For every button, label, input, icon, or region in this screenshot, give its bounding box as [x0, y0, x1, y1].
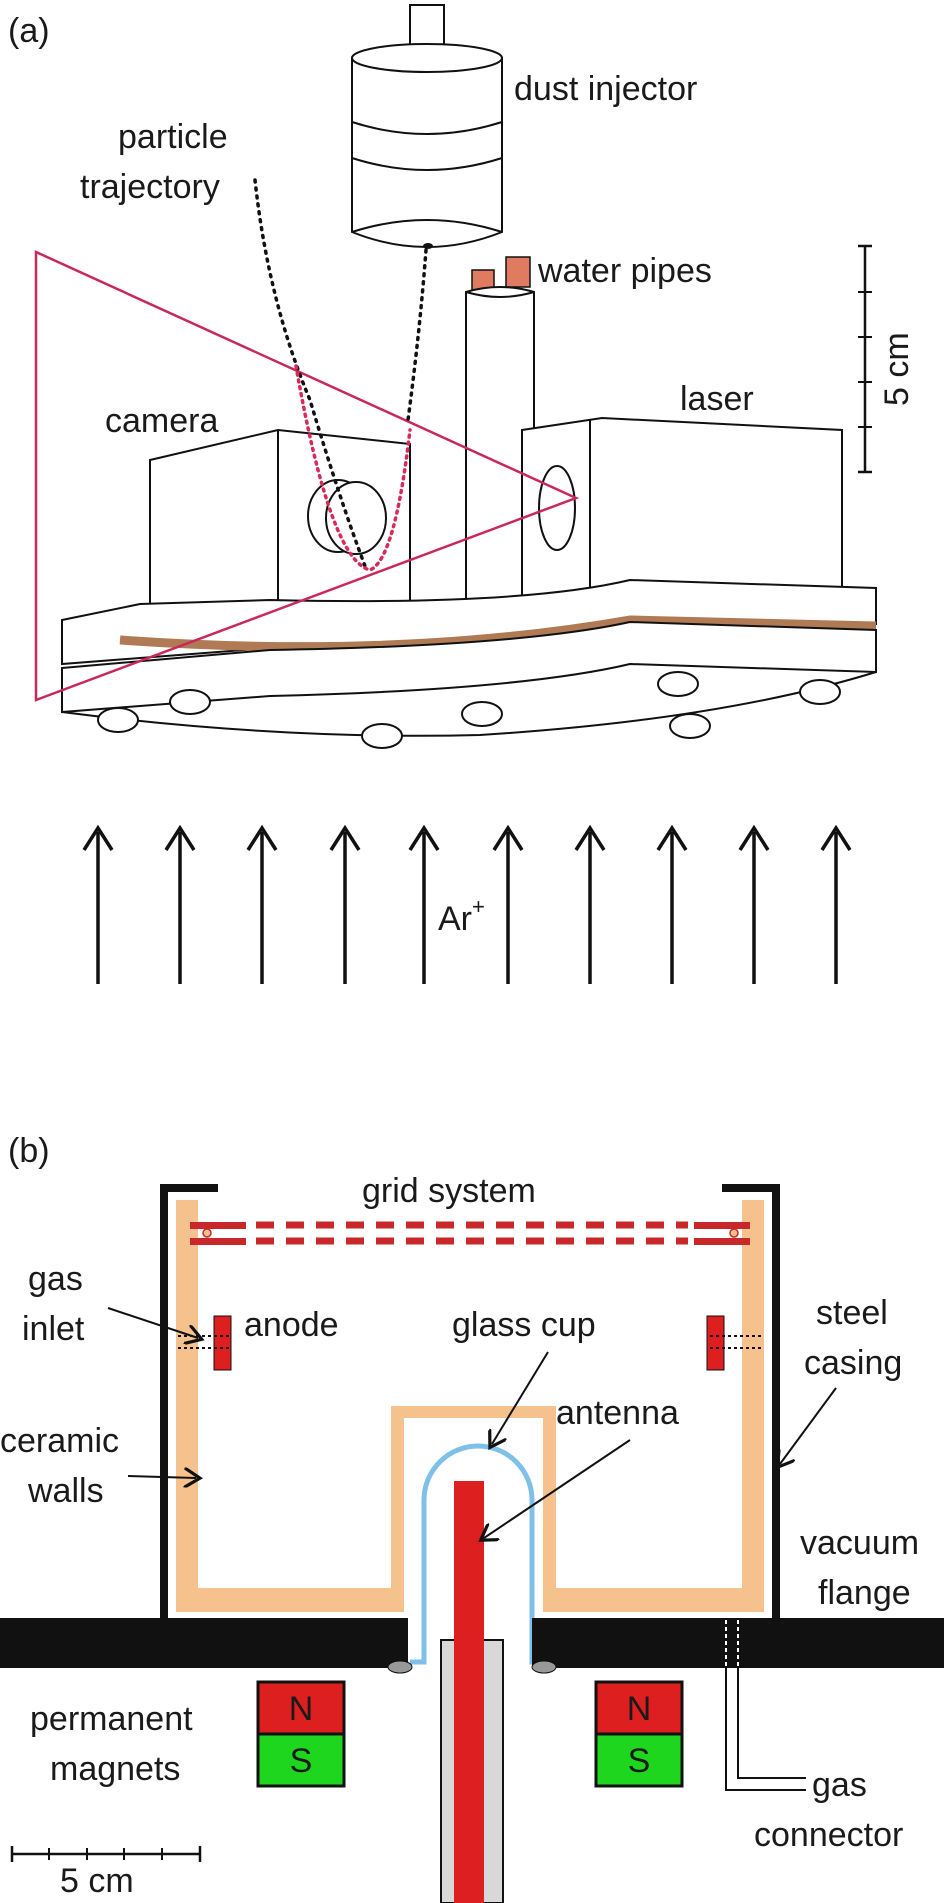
glass-cup: [421, 1443, 535, 1618]
laser-label: laser: [680, 380, 754, 418]
ion-arrowhead: [329, 824, 361, 851]
vacuum-flange-label-line2: flange: [818, 1574, 911, 1612]
panel-b-label: (b): [8, 1132, 50, 1170]
gas-connector-label-line2: connector: [754, 1816, 903, 1854]
ion-arrowhead: [574, 824, 606, 851]
scale-bar-a: [858, 244, 872, 474]
dust-injector: [351, 4, 503, 249]
steel-casing-label-line1: steel: [816, 1294, 888, 1332]
panel-a: (a) dust injector water pipes: [8, 4, 916, 984]
scale-bar-b: [10, 1846, 202, 1862]
particle-trajectory: [294, 364, 412, 572]
antenna: [454, 1481, 484, 1903]
base-plates: [61, 578, 877, 749]
steel-casing-pointer: [780, 1387, 837, 1464]
panel-a-label: (a): [8, 12, 50, 50]
permanent-magnets-label-line2: magnets: [50, 1750, 180, 1788]
glass-cup-pointer: [492, 1351, 549, 1444]
ion-arrowhead: [738, 824, 770, 851]
steel-casing: [160, 1184, 780, 1618]
permanent-magnets-label-line1: permanent: [30, 1700, 193, 1738]
panel-b: (b) grid system: [0, 1132, 944, 1903]
ceramic-walls-pointer: [127, 1476, 196, 1478]
gas-inlet-label-line1: gas: [28, 1260, 83, 1298]
ion-arrowhead: [408, 824, 440, 851]
ion-flux-arrows: [82, 824, 852, 984]
steel-casing-label-line2: casing: [804, 1344, 902, 1382]
ceramic-walls-label-line1: ceramic: [0, 1422, 119, 1460]
dust-injector-label: dust injector: [514, 70, 697, 108]
ion-arrowhead: [82, 824, 114, 851]
anode-label: anode: [244, 1306, 339, 1344]
antenna-label: antenna: [556, 1394, 679, 1432]
camera: [149, 428, 411, 605]
gas-connector-label-line1: gas: [812, 1766, 867, 1804]
ion-arrowhead: [164, 824, 196, 851]
magnet-north-label: N: [627, 1690, 652, 1728]
ion-arrowhead: [656, 824, 688, 851]
trajectory-label-line2: trajectory: [80, 168, 220, 206]
magnet-south-label: S: [628, 1742, 651, 1780]
trajectory-dark-left: [253, 178, 367, 568]
ceramic-walls-label-line2: walls: [27, 1472, 104, 1510]
gas-connector: [725, 1620, 806, 1791]
laser-sheet: [34, 250, 580, 702]
ion-arrowhead: [246, 824, 278, 851]
scale-bar-b-label: 5 cm: [60, 1862, 134, 1900]
magnet-south-label: S: [290, 1742, 313, 1780]
water-pipes-label: water pipes: [537, 252, 712, 290]
magnet-north-label: N: [289, 1690, 314, 1728]
anode: [178, 1315, 764, 1371]
magnet-right: N S: [594, 1680, 684, 1788]
glass-cup-label: glass cup: [452, 1306, 596, 1344]
camera-label: camera: [105, 402, 218, 440]
grid-system-label: grid system: [362, 1172, 536, 1210]
laser: [521, 416, 843, 606]
ion-arrowhead: [492, 824, 524, 851]
vacuum-flange-label-line1: vacuum: [800, 1524, 919, 1562]
ion-arrowhead: [820, 824, 852, 851]
grid-system: [190, 1221, 750, 1245]
ion-label: Ar+: [438, 894, 485, 938]
magnet-left: N S: [256, 1680, 346, 1788]
particle-label-line1: particle: [118, 118, 228, 156]
trajectory-dark-right: [406, 248, 428, 422]
scale-bar-a-label: 5 cm: [878, 332, 916, 406]
antenna-pointer: [484, 1439, 631, 1538]
gas-inlet-label-line2: inlet: [22, 1310, 85, 1348]
gas-inlet-pointer: [107, 1307, 198, 1338]
